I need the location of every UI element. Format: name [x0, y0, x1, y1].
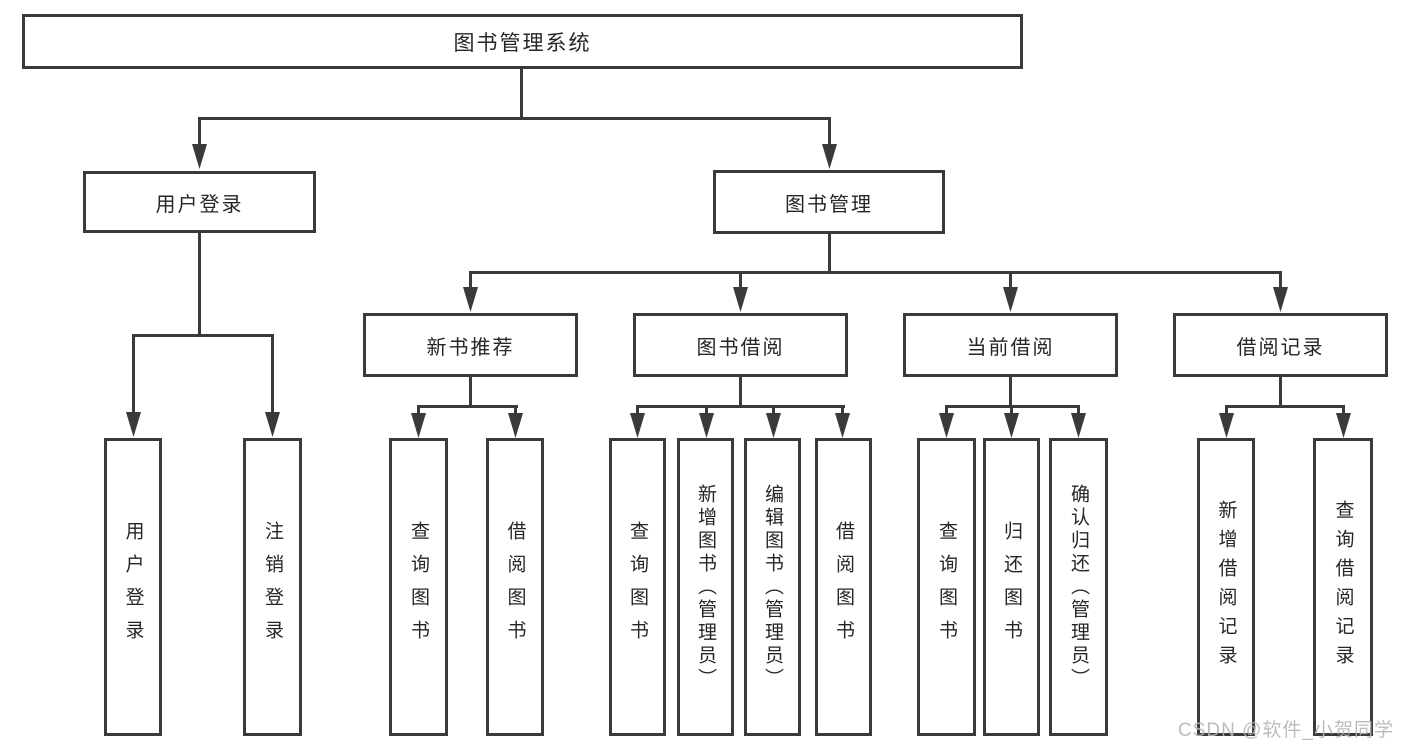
arrowhead-down-icon: [192, 144, 207, 169]
arrowhead-down-icon: [1004, 413, 1019, 438]
arrowhead-down-icon: [126, 412, 141, 437]
arrowhead-down-icon: [1003, 287, 1018, 312]
node-add-borrow-record: 新增借阅记录: [1197, 438, 1255, 736]
node-book-borrowing: 图书借阅: [633, 313, 848, 377]
node-borrow-books-recommend: 借阅图书: [486, 438, 544, 736]
node-query-borrow-record: 查询借阅记录: [1313, 438, 1373, 736]
connector-vertical-line: [271, 334, 274, 414]
connector-vertical-line: [132, 334, 135, 414]
node-label: 编辑图书（管理员）: [762, 483, 783, 691]
node-label: 当前借阅: [966, 336, 1055, 359]
arrowhead-down-icon: [508, 413, 523, 438]
connector-vertical-line: [739, 271, 742, 289]
node-label: 新增图书（管理员）: [695, 483, 716, 691]
node-borrow-books: 借阅图书: [815, 438, 872, 736]
connector-vertical-line: [636, 405, 639, 415]
arrowhead-down-icon: [939, 413, 954, 438]
node-return-books: 归还图书: [983, 438, 1040, 736]
node-logout-action: 注销登录: [243, 438, 302, 736]
arrowhead-down-icon: [835, 413, 850, 438]
connector-horizontal-line: [636, 405, 845, 408]
connector-horizontal-line: [469, 271, 1282, 274]
connector-vertical-line: [739, 377, 742, 407]
connector-vertical-line: [841, 405, 844, 415]
connector-vertical-line: [198, 117, 201, 147]
node-new-book-recommend: 新书推荐: [363, 313, 578, 377]
connector-vertical-line: [945, 405, 948, 415]
connector-vertical-line: [1279, 377, 1282, 407]
connector-vertical-line: [1225, 405, 1228, 415]
node-label: 查询图书: [627, 521, 648, 653]
node-label: 确认归还（管理员）: [1068, 483, 1089, 691]
node-label: 新书推荐: [426, 336, 515, 359]
node-label: 用户登录: [122, 521, 144, 653]
connector-horizontal-line: [1225, 405, 1345, 408]
arrowhead-down-icon: [630, 413, 645, 438]
node-query-books-current: 查询图书: [917, 438, 976, 736]
connector-vertical-line: [772, 405, 775, 415]
connector-vertical-line: [828, 234, 831, 273]
connector-vertical-line: [1279, 271, 1282, 289]
connector-vertical-line: [469, 271, 472, 289]
node-current-borrowing: 当前借阅: [903, 313, 1118, 377]
node-label: 注销登录: [262, 521, 283, 653]
arrowhead-down-icon: [1219, 413, 1234, 438]
node-label: 图书借阅: [696, 336, 785, 359]
node-user-login-action: 用户登录: [104, 438, 162, 736]
arrowhead-down-icon: [265, 412, 280, 437]
arrowhead-down-icon: [411, 413, 426, 438]
node-label: 查询借阅记录: [1332, 500, 1354, 674]
node-label: 借阅记录: [1236, 336, 1325, 359]
node-query-books-recommend: 查询图书: [389, 438, 448, 736]
connector-horizontal-line: [198, 117, 831, 120]
connector-vertical-line: [1077, 405, 1080, 415]
connector-vertical-line: [520, 69, 523, 118]
node-label: 图书管理: [785, 193, 873, 216]
arrowhead-down-icon: [1071, 413, 1086, 438]
connector-vertical-line: [417, 405, 420, 415]
connector-vertical-line: [705, 405, 708, 415]
node-borrowing-records: 借阅记录: [1173, 313, 1388, 377]
node-label: 归还图书: [1001, 521, 1022, 653]
node-root: 图书管理系统: [22, 14, 1023, 69]
arrowhead-down-icon: [766, 413, 781, 438]
connector-vertical-line: [828, 117, 831, 147]
node-edit-books-admin: 编辑图书（管理员）: [744, 438, 801, 736]
arrowhead-down-icon: [699, 413, 714, 438]
arrowhead-down-icon: [463, 287, 478, 312]
node-label: 借阅图书: [504, 521, 526, 653]
arrowhead-down-icon: [1336, 413, 1351, 438]
connector-vertical-line: [469, 377, 472, 407]
connector-horizontal-line: [132, 334, 274, 337]
node-book-management: 图书管理: [713, 170, 945, 234]
node-label: 新增借阅记录: [1215, 500, 1237, 674]
connector-vertical-line: [1009, 377, 1012, 407]
arrowhead-down-icon: [822, 144, 837, 169]
node-add-books-admin: 新增图书（管理员）: [677, 438, 734, 736]
connector-vertical-line: [514, 405, 517, 415]
connector-horizontal-line: [945, 405, 1080, 408]
node-label: 查询图书: [408, 521, 429, 653]
connector-vertical-line: [1010, 405, 1013, 415]
connector-vertical-line: [1342, 405, 1345, 415]
node-label: 查询图书: [936, 521, 957, 653]
node-confirm-return-admin: 确认归还（管理员）: [1049, 438, 1108, 736]
connector-vertical-line: [198, 233, 201, 336]
node-label: 图书管理系统: [453, 31, 592, 55]
connector-vertical-line: [1009, 271, 1012, 289]
arrowhead-down-icon: [1273, 287, 1288, 312]
node-query-books-borrowing: 查询图书: [609, 438, 666, 736]
node-user-login: 用户登录: [83, 171, 316, 233]
node-label: 借阅图书: [833, 521, 854, 653]
connector-horizontal-line: [417, 405, 518, 408]
node-label: 用户登录: [155, 193, 244, 216]
csdn-watermark: CSDN @软件_小贺同学: [1178, 720, 1394, 741]
arrowhead-down-icon: [733, 287, 748, 312]
